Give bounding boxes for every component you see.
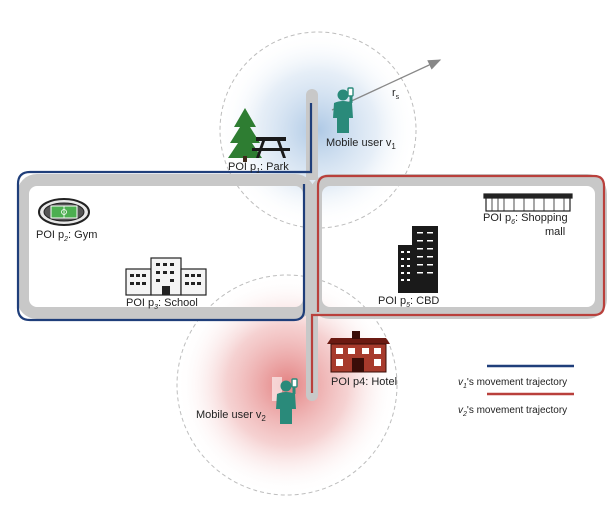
poi-cbd-label: POI p5: CBD — [378, 295, 439, 309]
poi-school-label: POI p3: School — [126, 297, 198, 311]
picnic-bench-icon — [252, 137, 290, 158]
legend-v1-label: v1's movement trajectory — [458, 377, 567, 390]
cbd-towers-icon — [398, 226, 438, 293]
radius-label: rs — [392, 87, 400, 101]
shopping-mall-icon — [483, 193, 573, 212]
mobile-user-v1-icon — [333, 87, 354, 133]
poi-gym-label: POI p2: Gym — [36, 229, 97, 243]
mobile-user-v1-label: Mobile user v1 — [326, 137, 396, 151]
v1-trajectory — [16, 103, 313, 322]
poi-mall-label-line2: mall — [545, 226, 565, 238]
poi-park-label: POI p1: Park — [228, 161, 289, 175]
legend-v2-label: v2's movement trajectory — [458, 405, 567, 418]
school-building-icon — [125, 257, 207, 296]
mobile-user-v2-label: Mobile user v2 — [196, 409, 266, 423]
tree-icon — [228, 108, 262, 162]
poi-hotel-label: POI p4: Hotel — [331, 376, 397, 388]
mobile-user-v2-icon — [272, 377, 298, 424]
stadium-icon — [38, 198, 90, 226]
legend: v1's movement trajectory v2's movement t… — [458, 364, 574, 418]
poi-mall-label: POI p6: Shopping — [483, 212, 568, 226]
hotel-icon — [327, 331, 390, 373]
v2-trajectory — [310, 174, 606, 393]
